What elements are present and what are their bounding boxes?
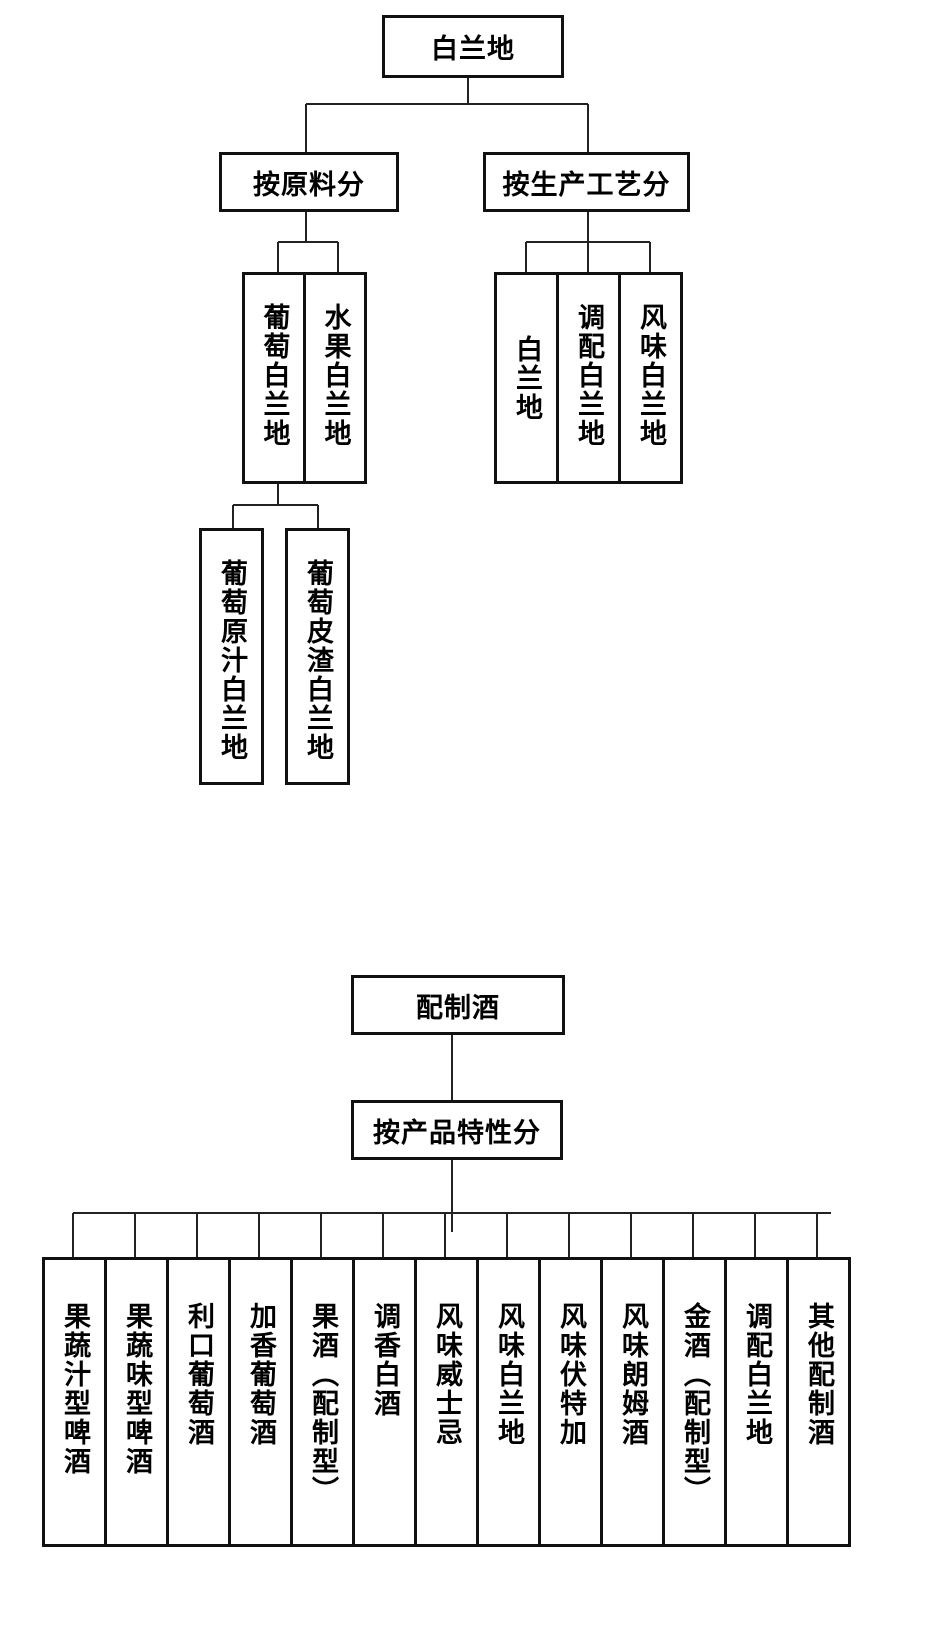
category-label: 其他配制酒 xyxy=(803,1302,834,1447)
category-flavored-brandy: 风味白兰地 xyxy=(476,1257,541,1547)
category-label: 果蔬味型啤酒 xyxy=(121,1302,152,1476)
category-label: 利口葡萄酒 xyxy=(183,1302,214,1447)
by-character-node: 按产品特性分 xyxy=(351,1100,563,1160)
category-flavored-vodka: 风味伏特加 xyxy=(538,1257,603,1547)
category-label: 风味白兰地 xyxy=(493,1302,524,1447)
by-process-label: 按生产工艺分 xyxy=(502,169,671,201)
category-fruit-veg-juice-beer: 果蔬汁型啤酒 xyxy=(42,1257,107,1547)
brandy-root-label: 白兰地 xyxy=(431,34,515,65)
fruit-brandy-label: 水果白兰地 xyxy=(319,303,351,448)
by-material-label: 按原料分 xyxy=(253,169,365,201)
category-liqueur-wine: 利口葡萄酒 xyxy=(166,1257,231,1547)
category-flavored-baijiu: 调香白酒 xyxy=(352,1257,417,1547)
category-aromatized-wine: 加香葡萄酒 xyxy=(228,1257,293,1547)
category-label: 风味威士忌 xyxy=(431,1302,462,1447)
category-label: 果酒（配制型） xyxy=(307,1302,338,1505)
category-label: 调香白酒 xyxy=(369,1302,400,1418)
blended-brandy-label: 调配白兰地 xyxy=(573,303,604,448)
grape-brandy-label: 葡萄白兰地 xyxy=(258,303,290,448)
category-other-blended: 其他配制酒 xyxy=(786,1257,851,1547)
blended-brandy-node: 调配白兰地 xyxy=(556,272,621,484)
flavored-brandy-label: 风味白兰地 xyxy=(635,303,666,448)
brandy-node: 白兰地 xyxy=(494,272,559,484)
blended-root-node: 配制酒 xyxy=(351,975,565,1035)
grape-juice-brandy-node: 葡萄原汁白兰地 xyxy=(199,528,264,785)
category-label: 风味伏特加 xyxy=(555,1302,586,1447)
by-character-label: 按产品特性分 xyxy=(373,1117,541,1149)
category-gin-blended: 金酒（配制型） xyxy=(662,1257,727,1547)
category-label: 果蔬汁型啤酒 xyxy=(59,1302,90,1476)
grape-juice-brandy-label: 葡萄原汁白兰地 xyxy=(216,559,247,762)
by-process-node: 按生产工艺分 xyxy=(483,152,690,212)
brandy-label: 白兰地 xyxy=(511,334,542,422)
flavored-brandy-node: 风味白兰地 xyxy=(618,272,683,484)
category-label: 加香葡萄酒 xyxy=(245,1302,276,1447)
fruit-brandy-node: 水果白兰地 xyxy=(303,272,367,484)
category-fruit-wine-blended: 果酒（配制型） xyxy=(290,1257,355,1547)
category-blended-brandy: 调配白兰地 xyxy=(724,1257,789,1547)
category-label: 风味朗姆酒 xyxy=(617,1302,648,1447)
grape-pomace-brandy-node: 葡萄皮渣白兰地 xyxy=(285,528,350,785)
blended-root-label: 配制酒 xyxy=(416,992,500,1024)
category-label: 金酒（配制型） xyxy=(679,1302,710,1505)
category-fruit-veg-flavor-beer: 果蔬味型啤酒 xyxy=(104,1257,169,1547)
by-material-node: 按原料分 xyxy=(219,152,399,212)
category-label: 调配白兰地 xyxy=(741,1302,772,1447)
grape-pomace-brandy-label: 葡萄皮渣白兰地 xyxy=(302,559,333,762)
category-flavored-whisky: 风味威士忌 xyxy=(414,1257,479,1547)
grape-brandy-node: 葡萄白兰地 xyxy=(242,272,306,484)
category-flavored-rum: 风味朗姆酒 xyxy=(600,1257,665,1547)
brandy-root-node: 白兰地 xyxy=(382,15,564,78)
